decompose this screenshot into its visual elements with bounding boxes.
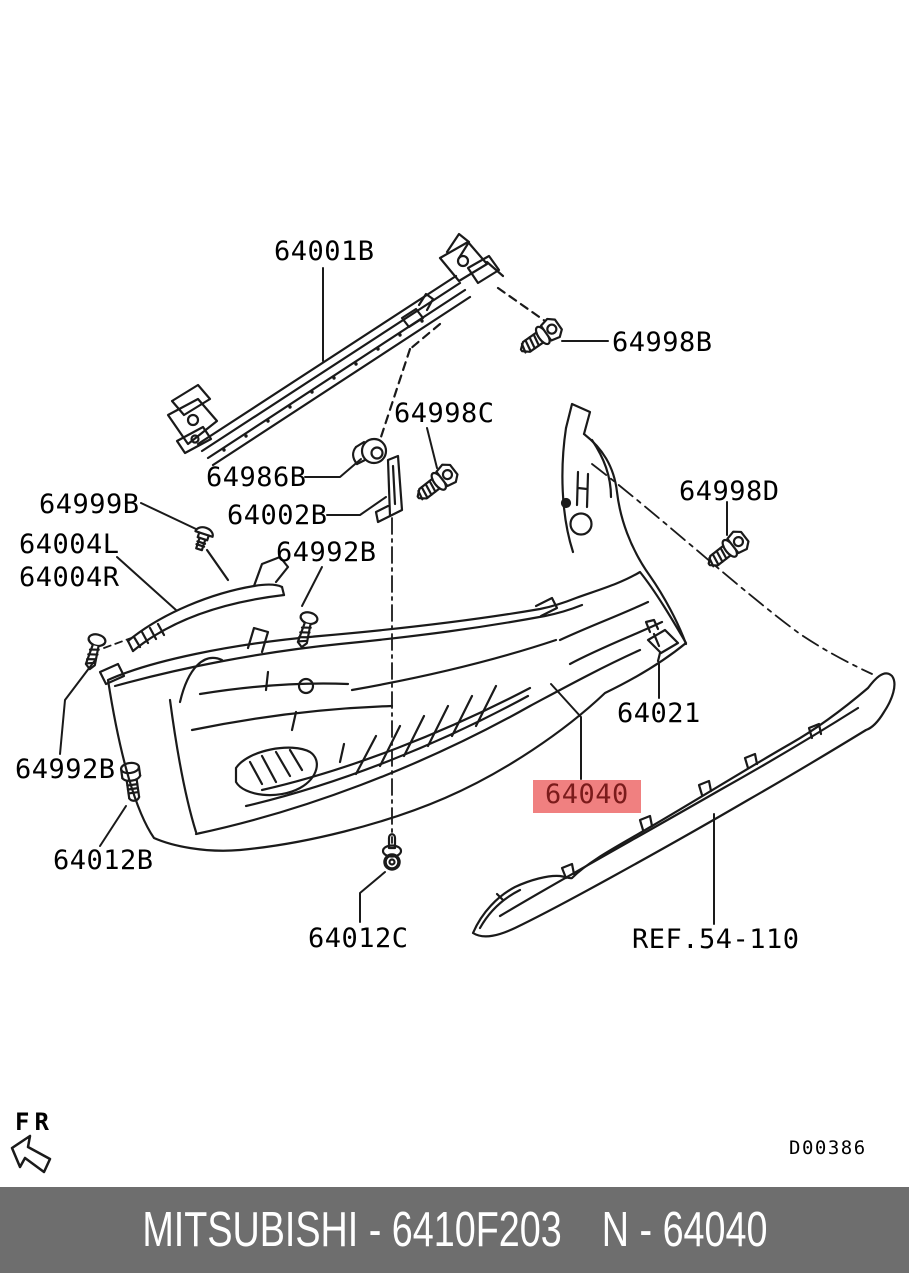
part-label-64992B_upper[interactable]: 64992B — [276, 537, 377, 568]
footer-part-number: N - 64040 — [601, 1203, 768, 1257]
fr-direction-arrow-icon — [10, 1134, 52, 1174]
part-label-64002B[interactable]: 64002B — [227, 500, 328, 531]
footer-text: MITSUBISHI - 6410F203 N - 64040 — [142, 1202, 767, 1258]
part-label-64021[interactable]: 64021 — [617, 698, 701, 729]
part-label-64986B[interactable]: 64986B — [206, 462, 307, 493]
part-label-REF_54_110[interactable]: REF.54-110 — [632, 924, 800, 955]
part-label-64040[interactable]: 64040 — [533, 780, 641, 814]
part-label-64001B[interactable]: 64001B — [274, 236, 375, 267]
part-label-64012C[interactable]: 64012C — [308, 923, 409, 954]
part-label-64998D[interactable]: 64998D — [679, 476, 780, 507]
part-label-64012B[interactable]: 64012B — [53, 845, 154, 876]
part-label-64998C[interactable]: 64998C — [394, 398, 495, 429]
part-label-64999B[interactable]: 64999B — [39, 489, 140, 520]
drawing-number: D00386 — [789, 1137, 867, 1159]
leader-lines — [59, 267, 728, 925]
part-label-64998B[interactable]: 64998B — [612, 327, 713, 358]
footer-brand-part: MITSUBISHI - 6410F203 — [141, 1203, 562, 1257]
footer-bar: MITSUBISHI - 6410F203 N - 64040 — [0, 1187, 909, 1273]
part-label-64004L[interactable]: 64004L — [19, 529, 120, 560]
part-label-64004R[interactable]: 64004R — [19, 562, 120, 593]
fr-orientation-label: FR — [15, 1108, 54, 1136]
part-label-64992B_lower[interactable]: 64992B — [15, 754, 116, 785]
